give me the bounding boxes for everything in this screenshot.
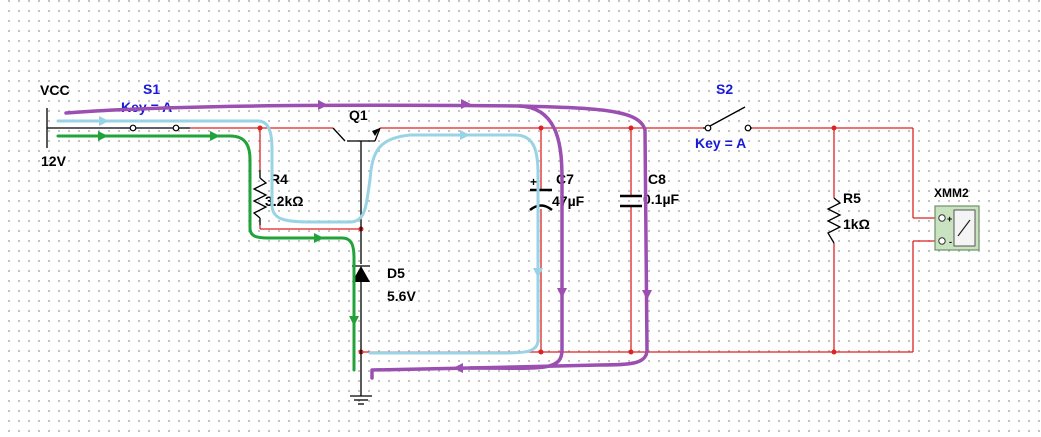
flow-path-purple xyxy=(64,99,652,380)
arrow-icon xyxy=(453,363,463,373)
c7-value: 47µF xyxy=(552,193,585,209)
arrow-icon xyxy=(460,130,470,140)
ground-icon xyxy=(350,352,372,405)
arrow-icon xyxy=(557,288,567,298)
arrow-icon xyxy=(314,233,324,243)
s2-key: Key = A xyxy=(695,135,746,151)
vcc-voltage: 12V xyxy=(41,153,67,169)
arrow-icon xyxy=(318,100,328,110)
resistor-r5: R5 1kΩ xyxy=(826,190,870,244)
r5-ref: R5 xyxy=(843,190,861,206)
arrow-icon xyxy=(210,131,220,141)
r5-value: 1kΩ xyxy=(843,216,870,232)
q1-ref: Q1 xyxy=(349,107,368,123)
c7-polarity: + xyxy=(530,175,537,189)
d5-value: 5.6V xyxy=(387,288,416,304)
switch-s1[interactable]: S1 Key = A xyxy=(120,81,190,132)
xmm2-ref: XMM2 xyxy=(934,186,969,200)
arrow-icon xyxy=(99,116,109,126)
resistor-r4: R4 3.2kΩ xyxy=(252,170,303,225)
zener-diode-d5: D5 5.6V xyxy=(352,229,416,352)
r4-ref: R4 xyxy=(270,171,288,187)
s2-ref: S2 xyxy=(716,81,733,97)
multimeter-xmm2[interactable]: XMM2 + - xyxy=(934,186,980,251)
flow-path-blue xyxy=(56,116,543,355)
wires xyxy=(190,127,935,353)
junction-dots xyxy=(257,125,837,355)
switch-s2[interactable]: S2 Key = A xyxy=(695,81,752,151)
vcc-source: VCC 12V xyxy=(40,82,120,169)
multimeter-icon: + - xyxy=(934,205,980,251)
arrow-icon xyxy=(349,316,359,326)
r4-value: 3.2kΩ xyxy=(265,193,303,209)
arrow-icon xyxy=(98,131,108,141)
xmm2-plus: + xyxy=(947,214,952,224)
vcc-label: VCC xyxy=(40,82,70,98)
c8-ref: C8 xyxy=(648,171,666,187)
arrow-icon xyxy=(533,268,543,278)
c7-ref: C7 xyxy=(556,171,574,187)
flow-path-green xyxy=(56,131,359,372)
xmm2-minus: - xyxy=(949,237,952,247)
capacitor-c8: C8 0.1µF xyxy=(620,171,680,208)
arrow-icon xyxy=(642,290,652,300)
s1-ref: S1 xyxy=(143,81,160,97)
c8-value: 0.1µF xyxy=(643,191,680,207)
arrow-icon xyxy=(461,99,471,109)
d5-ref: D5 xyxy=(387,265,405,281)
transistor-q1: Q1 xyxy=(332,107,381,229)
